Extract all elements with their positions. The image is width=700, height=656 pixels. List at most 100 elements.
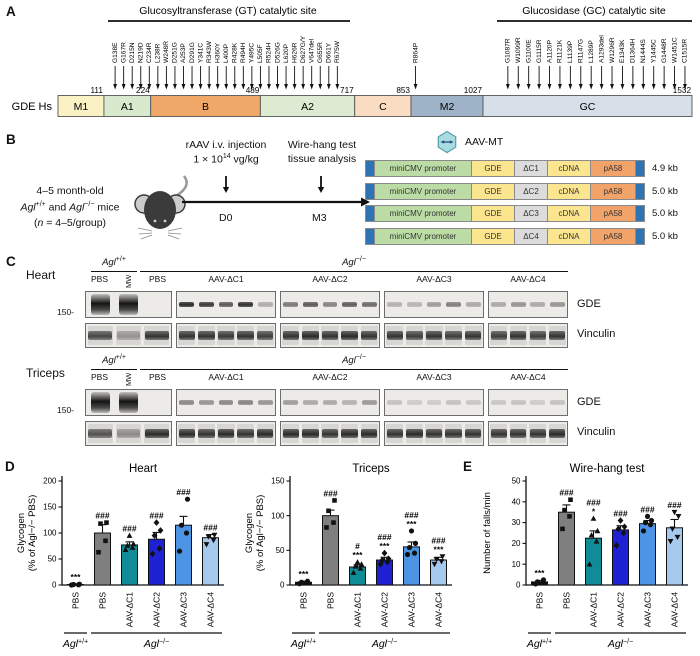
blot-lane bbox=[143, 324, 171, 347]
domain-label: M2 bbox=[440, 101, 455, 113]
blot-lane bbox=[340, 324, 360, 347]
blot-lane bbox=[424, 324, 444, 347]
y-tick-label: 150 bbox=[271, 477, 285, 486]
data-point bbox=[675, 514, 682, 520]
cdna-segment: cDNA bbox=[547, 160, 591, 177]
blot-lane bbox=[255, 422, 275, 445]
mw-marker: 150- bbox=[57, 405, 75, 415]
blot-band bbox=[490, 331, 507, 340]
blot-band bbox=[198, 429, 215, 438]
mw-smear bbox=[118, 294, 139, 315]
mutation-label: R494H bbox=[240, 42, 247, 63]
blot-band bbox=[282, 331, 300, 340]
blot-lane bbox=[463, 422, 483, 445]
blot-band bbox=[361, 302, 377, 307]
blot-band bbox=[322, 400, 338, 405]
mutation-label: R343W bbox=[206, 40, 213, 63]
group-label: AAV-ΔC2 bbox=[312, 274, 348, 284]
blot-lane bbox=[281, 324, 301, 347]
blot-lane bbox=[405, 422, 425, 445]
blot-lane bbox=[528, 292, 548, 317]
blot-band bbox=[360, 429, 378, 438]
y-tick-label: 0 bbox=[516, 581, 521, 590]
blot-band bbox=[342, 400, 358, 405]
blot-lane bbox=[405, 390, 425, 415]
x-tick-label: AAV-ΔC4 bbox=[206, 592, 216, 628]
blot-lane bbox=[340, 422, 360, 445]
mutation-label: R1147G bbox=[578, 39, 585, 63]
ko-overline bbox=[140, 369, 568, 370]
genotype-group-label: Agl+/+ bbox=[62, 638, 88, 650]
cdna-segment: cDNA bbox=[547, 227, 591, 245]
panel-e-letter: E bbox=[463, 459, 473, 474]
data-point bbox=[358, 561, 365, 567]
blot-band bbox=[238, 400, 254, 405]
data-point bbox=[404, 551, 411, 558]
gc-site-title: Glucosidase (GC) catalytic site bbox=[522, 5, 666, 17]
blot-band bbox=[302, 400, 318, 405]
data-point bbox=[674, 534, 681, 541]
blot-band bbox=[283, 302, 299, 307]
blot-lane bbox=[236, 422, 256, 445]
gde-segment: GDE bbox=[471, 160, 515, 177]
subject-age: 4–5 month-old bbox=[36, 185, 104, 197]
domain-label: C bbox=[379, 101, 387, 113]
mutation-label: E1343K bbox=[619, 39, 626, 63]
mutation-label: R428K bbox=[232, 42, 239, 63]
bar bbox=[148, 538, 165, 586]
deletion-segment: ΔC2 bbox=[514, 182, 548, 200]
bar bbox=[349, 566, 366, 586]
significance-annotation: # bbox=[355, 541, 360, 551]
mutation-label: G655R bbox=[317, 42, 324, 63]
data-point bbox=[184, 496, 191, 502]
significance-annotation: ### bbox=[377, 532, 391, 542]
significance-annotation: ### bbox=[149, 511, 163, 521]
data-point bbox=[178, 522, 185, 528]
construct-size: 5.0 kb bbox=[652, 185, 678, 197]
mutation-label: L400P bbox=[223, 43, 230, 63]
blot-band bbox=[406, 331, 423, 340]
significance-annotation: *** bbox=[71, 572, 82, 582]
promoter-segment: miniCMV promoter bbox=[374, 205, 472, 222]
blot-band bbox=[302, 429, 319, 438]
residue-number: 224 bbox=[136, 86, 150, 95]
blot-band bbox=[446, 302, 462, 307]
y-axis-label: Glycogen bbox=[244, 513, 255, 553]
data-point bbox=[593, 538, 600, 544]
blot-lane bbox=[424, 292, 444, 317]
blot-lane bbox=[320, 390, 340, 415]
domain-label: A2 bbox=[301, 101, 314, 113]
x-tick-label: AAV-ΔC4 bbox=[434, 592, 444, 628]
blot-band bbox=[116, 331, 141, 340]
blot-lane bbox=[236, 292, 256, 317]
data-point bbox=[203, 542, 210, 548]
blot-lane bbox=[177, 292, 197, 317]
blot-lane bbox=[359, 390, 379, 415]
significance-annotation: ### bbox=[431, 536, 445, 546]
blot-strip bbox=[85, 421, 568, 446]
subject-genotypes: Agl+/+ and Agl−/− mice bbox=[20, 200, 120, 214]
blot-lane bbox=[385, 292, 405, 317]
blot-lane bbox=[489, 422, 509, 445]
x-tick-label: AAV-ΔC3 bbox=[643, 592, 653, 628]
lane-label: PBS bbox=[90, 372, 108, 382]
y-axis-label: Glycogen bbox=[16, 513, 27, 553]
mutation-label: D251G bbox=[172, 42, 179, 63]
blot-band bbox=[257, 400, 273, 405]
data-point bbox=[183, 530, 190, 536]
gde-segment: GDE bbox=[471, 205, 515, 222]
blot-lane bbox=[424, 422, 444, 445]
blot-lane bbox=[236, 324, 256, 347]
mutation-label: G1087R bbox=[505, 38, 512, 63]
tissue-label: Heart bbox=[26, 268, 56, 282]
blot-band bbox=[116, 429, 141, 438]
blot-lane bbox=[255, 292, 275, 317]
blot-lane bbox=[114, 422, 142, 445]
mutation-label: N219D bbox=[138, 42, 145, 63]
blot-lane bbox=[444, 422, 464, 445]
